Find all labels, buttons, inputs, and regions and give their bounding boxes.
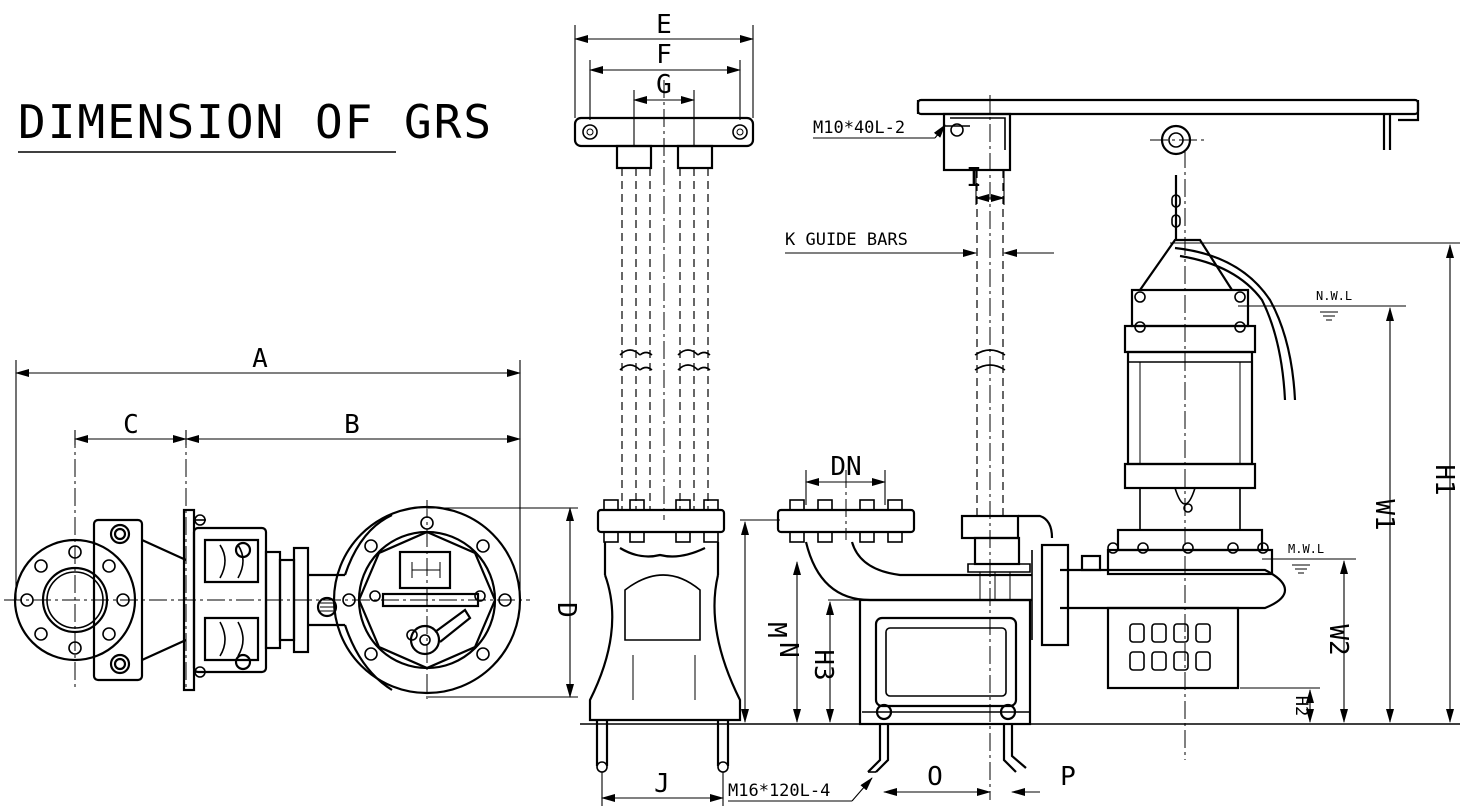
drawing-title: DIMENSION OF GRS	[18, 95, 493, 149]
dim-label-w2: W2	[1323, 624, 1353, 655]
dim-label-e: E	[656, 10, 672, 40]
dim-label-w1: W1	[1369, 499, 1399, 530]
dim-label-h2: H2	[1291, 696, 1311, 716]
dim-label-a: A	[252, 344, 268, 374]
dim-label-g: G	[656, 70, 672, 100]
mwl-label: M.W.L	[1288, 542, 1324, 556]
strainer-slots	[1129, 623, 1211, 671]
base-flange-bolts	[603, 499, 719, 543]
dim-label-m: M	[761, 622, 791, 638]
bolt-top-label: M10*40L-2	[813, 118, 905, 138]
dim-label-o: O	[927, 762, 943, 792]
elev-flange-bolts	[789, 499, 903, 543]
dim-label-n: N	[773, 642, 803, 658]
dim-label-j: J	[654, 769, 670, 799]
guide-bars-label: K GUIDE BARS	[785, 230, 908, 250]
dim-label-dn: DN	[830, 452, 861, 482]
dim-label-i: I	[966, 163, 982, 193]
dim-label-h1: H1	[1429, 464, 1459, 495]
front-view: E F G	[573, 10, 791, 806]
dim-label-f: F	[656, 40, 672, 70]
dim-label-b: B	[344, 410, 360, 440]
dim-label-d: D	[551, 602, 581, 618]
motor-bolts	[1107, 542, 1269, 554]
dim-label-c: C	[123, 410, 139, 440]
title-block: DIMENSION OF GRS	[18, 95, 493, 153]
bolt-base-label: M16*120L-4	[728, 781, 830, 801]
flange-bolts	[20, 545, 130, 655]
dim-label-p: P	[1060, 762, 1076, 792]
elevation-view: I M10*40L-2 K GUIDE BARS DN N H3 M16*120…	[728, 95, 1460, 802]
dim-label-h3: H3	[808, 649, 838, 680]
nwl-label: N.W.L	[1316, 289, 1352, 303]
plan-view: A C B D	[4, 344, 581, 700]
